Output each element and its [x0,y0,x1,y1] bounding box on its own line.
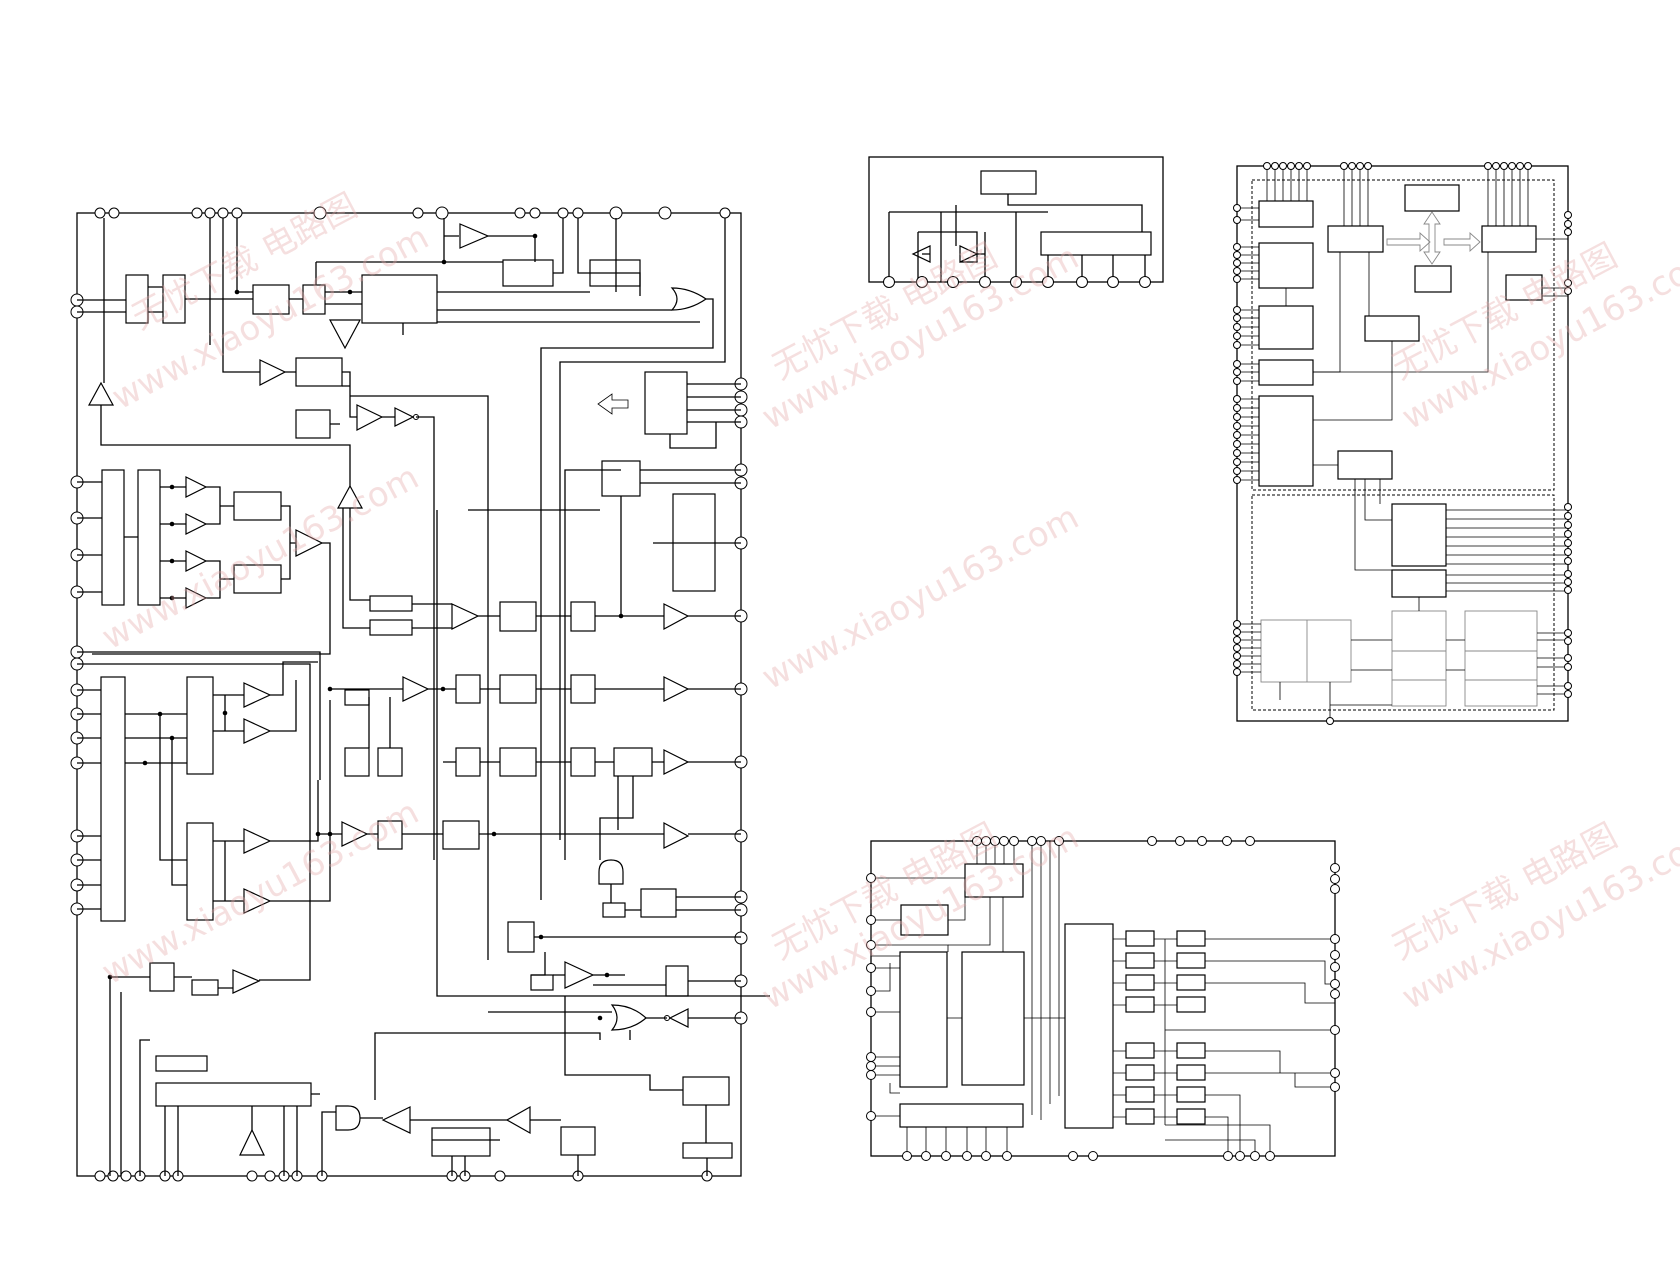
watermark-text: www.xiaoyu163.com [95,792,425,993]
block-diagram-right [1233,162,1572,725]
watermark-layer: www.xiaoyu163.com www.xiaoyu163.com www.… [95,186,1680,1018]
left-pin-column [70,293,84,916]
top-pin-row [94,206,731,220]
right-ic-pins [1233,162,1572,725]
lower-pins [866,836,1340,1161]
bottom-pin-row [94,1170,713,1182]
right-ic-wiring [1237,166,1568,721]
block-diagram-lower [866,836,1340,1161]
lower-wiring [871,841,1335,1156]
lower-small-blocks [1125,930,1206,1125]
block-diagram-main [70,206,770,1182]
small-block-pins [883,276,1151,288]
junction-dots [107,233,624,1021]
block-diagram-small [868,156,1164,288]
watermark-text: www.xiaoyu163.com [755,497,1085,698]
